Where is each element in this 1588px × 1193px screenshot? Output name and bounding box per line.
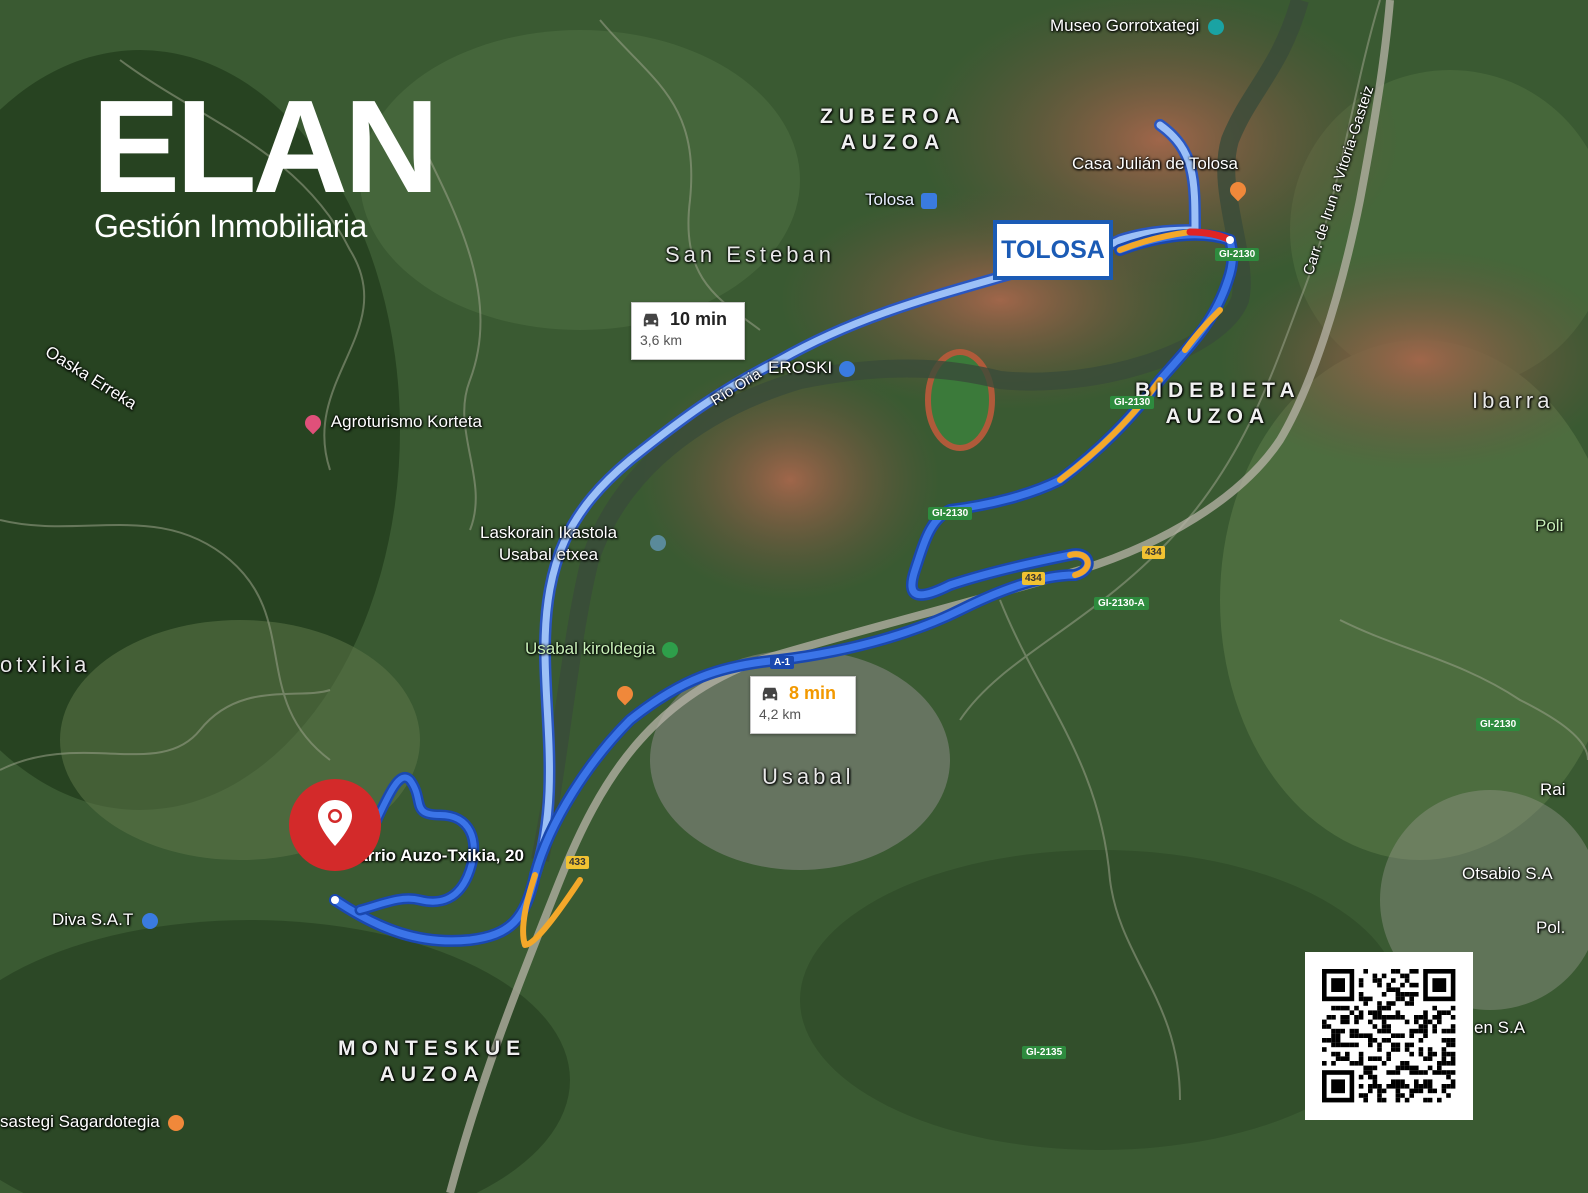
school-icon (650, 535, 666, 551)
brand-subtitle: Gestión Inmobiliaria (94, 208, 367, 244)
store-icon (141, 912, 158, 929)
area-label-ibarra: Ibarra (1472, 388, 1554, 413)
brand-logo: ELAN Gestión Inmobiliaria (92, 73, 439, 245)
route-time: 10 min (670, 309, 728, 329)
train-icon (920, 192, 937, 209)
poi-museo[interactable]: Museo Gorrotxategi (1050, 16, 1225, 36)
area-label-monteskue: MONTESKUE AUZOA (338, 1037, 527, 1086)
route-time: 8 min (789, 683, 837, 703)
poi-eroski[interactable]: EROSKI (768, 358, 855, 378)
road-shield: 434 (1142, 546, 1165, 559)
poi-diva[interactable]: Diva S.A.T (52, 910, 158, 930)
car-icon (762, 687, 778, 700)
area-label-zuberoa: ZUBEROA AUZOA (820, 105, 966, 154)
poi-sagardotegia[interactable]: sastegi Sagardotegia (0, 1112, 185, 1132)
qr-code-pattern (1322, 969, 1456, 1103)
route-callout-main[interactable]: 8 min 4,2 km (750, 676, 856, 734)
poi-pol: Pol. (1536, 918, 1566, 937)
museum-icon (1208, 18, 1225, 35)
map-pin-icon[interactable] (288, 778, 382, 874)
road-shield: GI-2130 (928, 507, 973, 520)
shopping-icon (838, 360, 855, 377)
poi-en-sa: en S.A (1474, 1018, 1526, 1037)
poi-laskorain[interactable]: Laskorain Ikastola Usabal etxea (480, 523, 618, 564)
poi-poli: Poli (1535, 516, 1564, 535)
poi-agroturismo[interactable]: Agroturismo Korteta (301, 411, 482, 434)
route-distance: 3,6 km (640, 332, 683, 348)
road-shield: GI-2130 (1110, 396, 1155, 409)
poi-casa-julian[interactable]: Casa Julián de Tolosa (1072, 154, 1239, 173)
road-shield: A-1 (770, 656, 795, 669)
area-label-usabal: Usabal (762, 764, 855, 789)
road-shield: GI-2130 (1215, 248, 1260, 261)
brand-name: ELAN (92, 73, 439, 220)
poi-rai: Rai (1540, 780, 1566, 799)
route-callout-alt[interactable]: 10 min 3,6 km (631, 302, 745, 360)
qr-code[interactable] (1305, 952, 1473, 1120)
origin-address-label: Barrio Auzo-Txikia, 20 (346, 846, 524, 865)
area-label-san-esteban: San Esteban (665, 242, 835, 267)
road-shield: GI-2135 (1022, 1046, 1067, 1059)
restaurant-icon (168, 1114, 185, 1131)
area-label-bidebieta: BIDEBIETA AUZOA (1135, 379, 1301, 428)
sports-icon (662, 641, 679, 658)
road-shield: GI-2130 (1476, 718, 1521, 731)
main-route (329, 228, 1239, 948)
poi-otsabio: Otsabio S.A (1462, 864, 1553, 883)
route-distance: 4,2 km (759, 706, 802, 722)
car-icon (643, 313, 659, 326)
road-shield: GI-2130-A (1094, 597, 1149, 610)
poi-tolosa-station[interactable]: Tolosa (865, 190, 937, 210)
poi-usabal-kiroldegia[interactable]: Usabal kiroldegia (525, 639, 679, 659)
area-label-otxikia: otxikia (0, 652, 91, 677)
road-shield: 434 (1022, 572, 1045, 585)
hotel-icon (301, 411, 325, 434)
road-shield: 433 (566, 856, 589, 869)
destination-label: TOLOSA (993, 220, 1113, 280)
